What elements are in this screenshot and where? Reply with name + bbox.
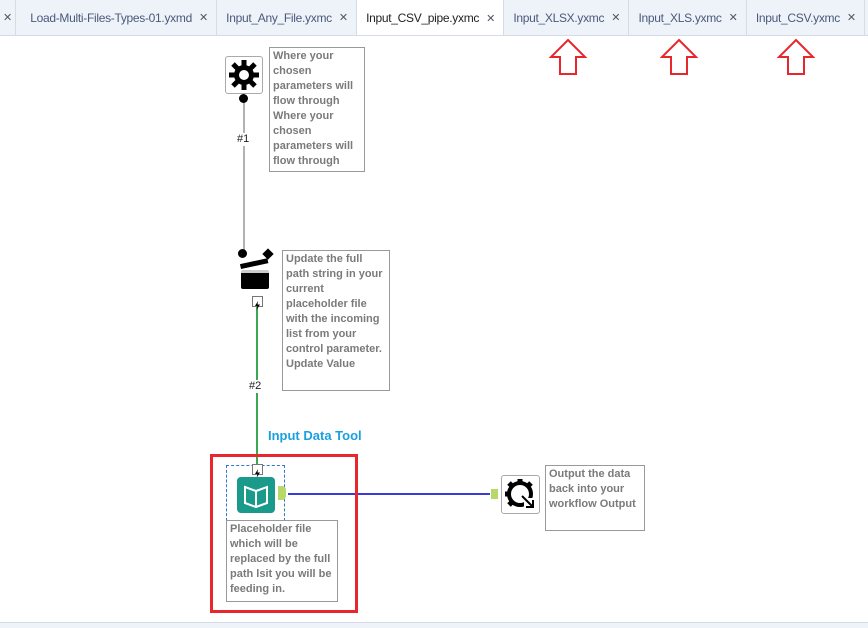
tab-label: Input_CSV.yxmc: [755, 10, 840, 25]
canvas-bottom-edge: [0, 622, 868, 628]
tab-input-csv[interactable]: Input_CSV.yxmc ✕: [747, 0, 866, 35]
connection-label-2: #2: [249, 380, 262, 393]
input-anchor[interactable]: [491, 489, 498, 499]
tab-label: Input_XLS.yxmc: [638, 10, 722, 25]
close-icon[interactable]: ✕: [846, 12, 857, 24]
tab-label: Load-Multi-Files-Types-01.yxmd: [30, 10, 192, 25]
annotation-output: Output the data back into your workflow …: [545, 465, 645, 531]
annotation-action: Update the full path string in your curr…: [282, 250, 390, 391]
close-icon[interactable]: ✕: [198, 12, 209, 24]
action-tool[interactable]: [239, 258, 273, 290]
annotation-control-parameter: Where your chosen parameters will flow t…: [269, 47, 365, 172]
tab-input-any-file[interactable]: Input_Any_File.yxmc ✕: [217, 0, 358, 35]
lightning-anchor-icon[interactable]: [252, 464, 263, 478]
connection-label-1: #1: [237, 133, 250, 146]
tab-label: Input_CSV_pipe.yxmc: [366, 11, 480, 25]
close-icon[interactable]: ✕: [486, 12, 496, 25]
tab-input-xlsx[interactable]: Input_XLSX.yxmc ✕: [504, 0, 630, 35]
macro-output-tool[interactable]: [501, 475, 540, 514]
highlight-box: [210, 454, 358, 613]
close-icon[interactable]: ✕: [338, 12, 349, 24]
question-anchor-icon[interactable]: [239, 94, 248, 103]
input-data-tool-label: Input Data Tool: [268, 428, 362, 443]
close-icon[interactable]: ✕: [611, 12, 621, 24]
tab-overflow[interactable]: ✕: [0, 0, 17, 35]
up-arrow-icon: [548, 38, 588, 75]
up-arrow-icon: [776, 38, 816, 75]
input-data-tool[interactable]: [237, 477, 275, 513]
tab-label: Input_Any_File.yxmc: [226, 10, 332, 25]
close-icon[interactable]: ✕: [728, 12, 738, 24]
macro-output-icon: [505, 479, 538, 512]
clapperboard-icon: [239, 258, 269, 289]
book-icon: [244, 485, 268, 509]
lightning-anchor-icon[interactable]: [252, 296, 263, 310]
annotation-input: Placeholder file which will be replaced …: [226, 520, 338, 602]
tab-load-multi-files[interactable]: Load-Multi-Files-Types-01.yxmd ✕: [16, 0, 218, 35]
tab-input-csv-pipe[interactable]: Input_CSV_pipe.yxmc ✕: [357, 0, 505, 35]
tab-label: Input_XLSX.yxmc: [513, 10, 605, 25]
tab-bar: ✕ Load-Multi-Files-Types-01.yxmd ✕ Input_…: [0, 0, 868, 36]
callout-arrows: [548, 38, 816, 75]
up-arrow-icon: [659, 38, 699, 75]
question-anchor-icon[interactable]: [238, 249, 247, 258]
gear-icon: [229, 60, 259, 90]
close-icon[interactable]: ✕: [3, 12, 13, 24]
output-anchor[interactable]: [278, 486, 286, 500]
tab-input-xls[interactable]: Input_XLS.yxmc ✕: [629, 0, 747, 35]
control-parameter-tool[interactable]: [225, 56, 263, 94]
